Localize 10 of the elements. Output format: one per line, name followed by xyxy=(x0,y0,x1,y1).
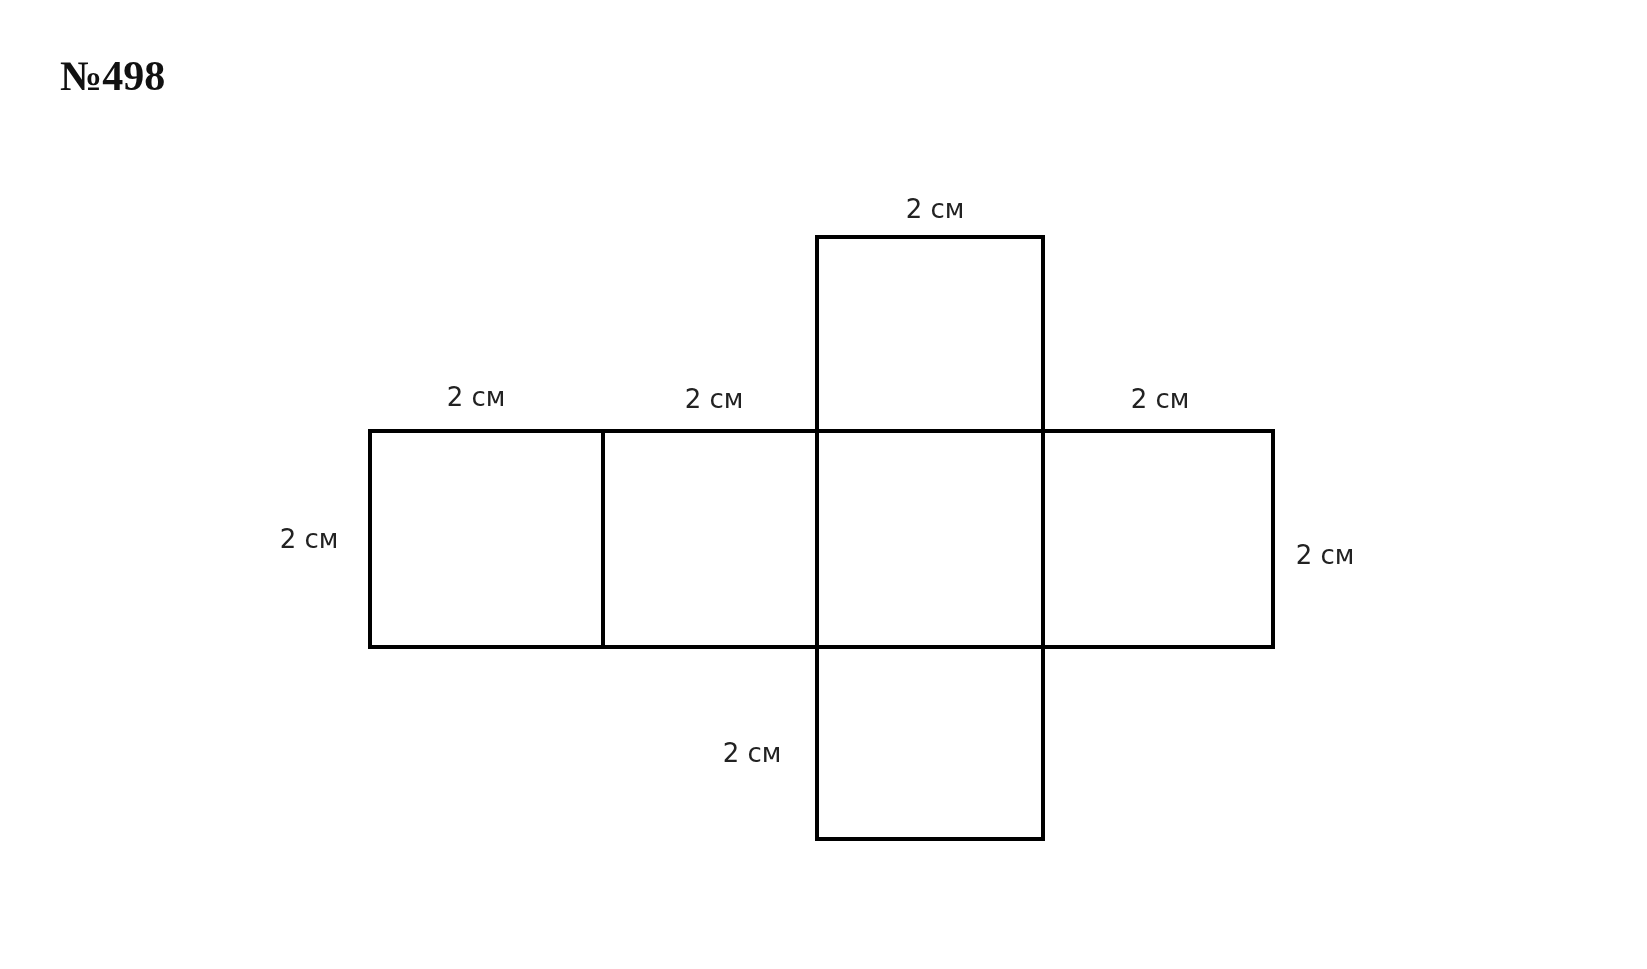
dimension-label: 2 см xyxy=(684,384,744,414)
dimension-label: 2 см xyxy=(1295,540,1355,570)
dimension-label: 2 см xyxy=(905,194,965,224)
square-face xyxy=(368,429,605,649)
dimension-label: 2 см xyxy=(1130,384,1190,414)
dimension-label: 2 см xyxy=(722,738,782,768)
dimension-label: 2 см xyxy=(446,382,506,412)
dimension-label: 2 см xyxy=(279,524,339,554)
exercise-number: №498 xyxy=(60,52,166,100)
square-face xyxy=(815,429,1045,649)
